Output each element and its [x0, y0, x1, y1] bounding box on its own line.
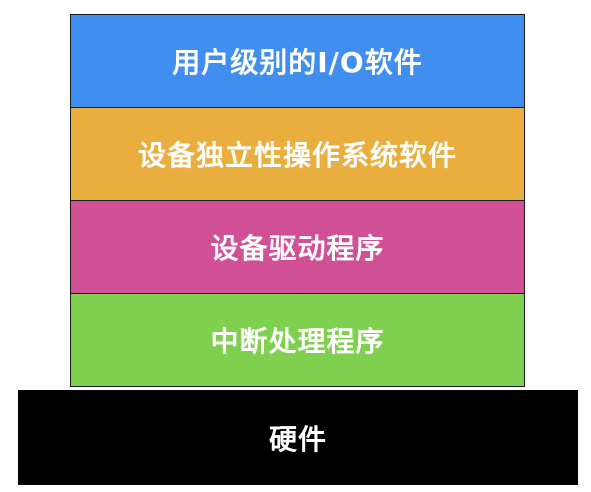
- interrupt-handler-label: 中断处理程序: [210, 325, 385, 358]
- device-driver-label: 设备驱动程序: [210, 232, 385, 265]
- interrupt-handler-layer: 中断处理程序: [70, 294, 525, 387]
- hardware-layer: 硬件: [18, 390, 578, 485]
- hardware-label: 硬件: [268, 422, 327, 456]
- user-level-io-software-layer: 用户级别的I/O软件: [70, 14, 525, 108]
- device-driver-layer: 设备驱动程序: [70, 201, 525, 294]
- software-layer-stack: 用户级别的I/O软件 设备独立性操作系统软件 设备驱动程序 中断处理程序: [70, 14, 525, 387]
- device-independent-os-software-label: 设备独立性操作系统软件: [137, 139, 457, 172]
- device-independent-os-software-layer: 设备独立性操作系统软件: [70, 108, 525, 201]
- user-level-io-software-label: 用户级别的I/O软件: [172, 46, 423, 79]
